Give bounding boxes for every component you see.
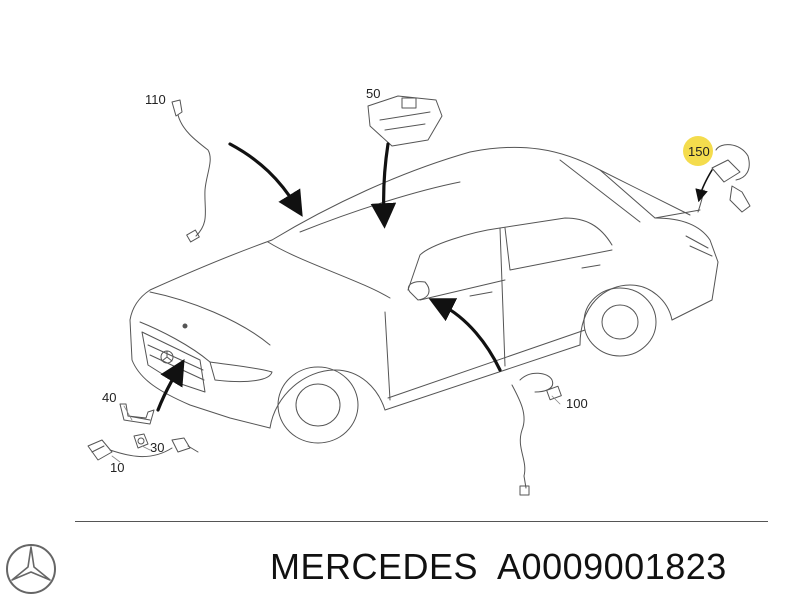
- callout-50: 50: [366, 86, 380, 101]
- arrow-100: [428, 298, 502, 372]
- part-30-sensor: [133, 433, 149, 449]
- arrow-150: [695, 169, 713, 203]
- callout-150-highlight: [683, 136, 713, 166]
- callout-110: 110: [145, 92, 166, 107]
- arrow-50: [370, 142, 397, 229]
- car-illustration: [129, 146, 719, 444]
- arrow-110: [228, 142, 303, 217]
- callout-10: 10: [110, 460, 124, 475]
- callout-40: 40: [102, 390, 116, 405]
- part-50-camera-unit: [367, 95, 443, 147]
- footer-divider: [75, 521, 768, 522]
- part-number-caption: MERCEDES A0009001823: [270, 546, 727, 587]
- leader-lines: [111, 395, 561, 463]
- part-40-bracket: [119, 403, 155, 425]
- callout-100: 100: [566, 396, 588, 411]
- part-10-front-sensor: [87, 437, 199, 461]
- callout-150: 150: [688, 144, 710, 159]
- callout-30: 30: [150, 440, 164, 455]
- mercedes-star-logo: [6, 544, 56, 594]
- part-110-sensor-harness: [171, 99, 211, 243]
- arrow-front: [156, 359, 185, 412]
- part-100-mirror-harness: [511, 372, 562, 496]
